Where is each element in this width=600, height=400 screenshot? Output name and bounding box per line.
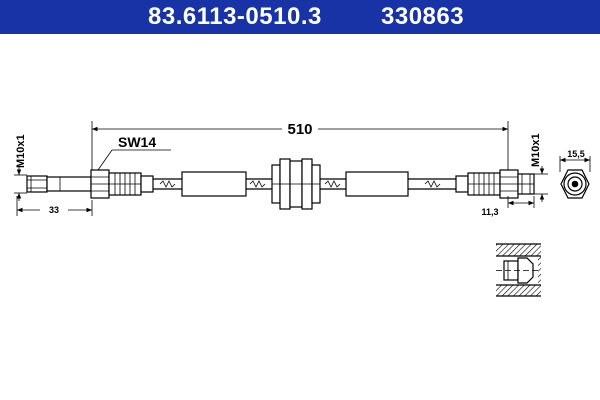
overall-length-dimension: 510 — [91, 121, 509, 178]
left-fitting-length-dimension: 33 — [16, 196, 93, 216]
left-thread-dimension: M10x1 — [14, 134, 27, 201]
right-thread-label: M10x1 — [530, 133, 542, 167]
left-thread-label: M10x1 — [15, 134, 27, 168]
wrench-size-label: SW14 — [118, 134, 156, 150]
end-view: 15,5 — [559, 149, 591, 199]
title-bar: 83.6113-0510.3 330863 — [0, 0, 600, 34]
wrench-size-callout: SW14 — [97, 134, 171, 171]
part-number: 83.6113-0510.3 — [148, 3, 322, 30]
brake-hose-assembly — [26, 158, 535, 210]
right-fitting-length-label: 11,3 — [481, 207, 498, 217]
reference-number: 330863 — [381, 3, 465, 30]
seat-section-detail — [496, 243, 541, 297]
overall-length-label: 510 — [287, 121, 312, 138]
right-fitting-length-dimension: 11,3 — [481, 196, 535, 217]
end-diameter-label: 15,5 — [567, 149, 585, 159]
left-fitting-length-label: 33 — [49, 205, 59, 215]
right-thread-dimension: M10x1 — [530, 133, 548, 202]
